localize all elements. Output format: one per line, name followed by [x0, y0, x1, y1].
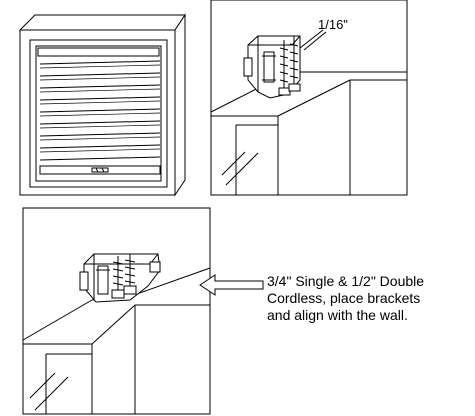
cordless-instruction-note: 3/4" Single & 1/2" Double Cordless, plac… — [267, 273, 424, 324]
direction-arrow — [199, 274, 264, 296]
spacing-dimension-label: 1/16" — [318, 17, 348, 32]
shade-slats — [39, 60, 161, 161]
instruction-line-2: Cordless, place brackets — [267, 290, 421, 306]
mounting-bracket — [243, 35, 301, 99]
cordless-bracket-illustration — [22, 207, 211, 415]
shade-overview-illustration — [18, 13, 186, 197]
bracket-spacing-illustration — [210, 0, 408, 196]
instruction-line-1: 3/4" Single & 1/2" Double — [267, 273, 425, 289]
instruction-line-3: and align with the wall. — [267, 307, 408, 323]
cordless-mounting-bracket — [79, 253, 161, 303]
